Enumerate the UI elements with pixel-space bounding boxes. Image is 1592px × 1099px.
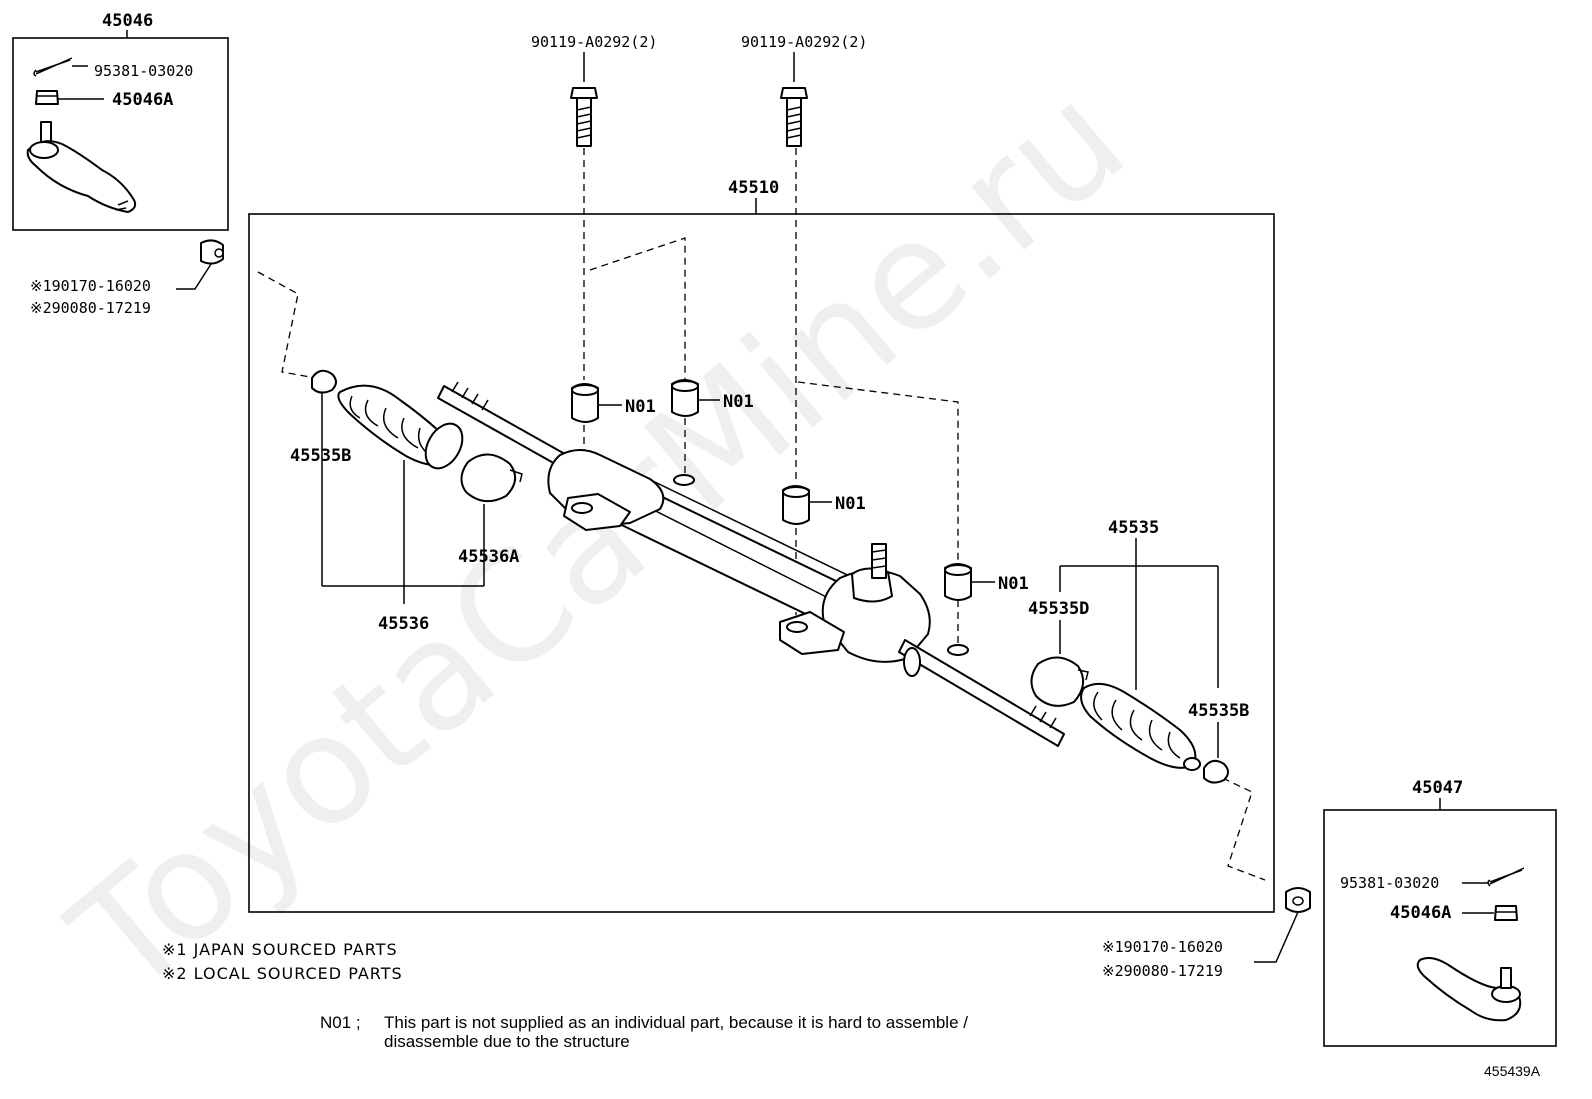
label-bolt-right[interactable]: 90119-A0292(2) — [741, 33, 867, 51]
label-45536[interactable]: 45536 — [378, 614, 429, 634]
legend-line-2: ※2 LOCAL SOURCED PARTS — [162, 964, 403, 983]
label-45510[interactable]: 45510 — [728, 178, 779, 198]
band-icon — [460, 453, 517, 503]
label-45535b-rh[interactable]: 45535B — [1188, 701, 1249, 721]
label-45535b-lh[interactable]: 45535B — [290, 446, 351, 466]
label-ref-2-rh[interactable]: ※290080-17219 — [1102, 962, 1223, 980]
note-label: N01 ; — [320, 1013, 361, 1032]
label-45535d[interactable]: 45535D — [1028, 599, 1089, 619]
gear-assy-frame — [248, 213, 1275, 913]
bushing-1: N01 — [571, 383, 656, 423]
label-45046a-a[interactable]: 45046A — [112, 90, 173, 110]
tie-rod-end-icon — [26, 121, 137, 213]
nut-icon — [1494, 905, 1518, 921]
note-line-1: This part is not supplied as an individu… — [384, 1013, 968, 1032]
bolt-icon — [780, 87, 808, 99]
band-icon — [1030, 656, 1085, 707]
legend-line-1: ※1 JAPAN SOURCED PARTS — [162, 940, 398, 959]
label-45046a-b[interactable]: 45046A — [1390, 903, 1451, 923]
inset-45046: 45046 95381-03020 45046A — [12, 11, 229, 231]
label-45536a[interactable]: 45536A — [458, 547, 519, 567]
nut-icon — [200, 239, 224, 265]
cotter-pin-icon — [1487, 867, 1525, 887]
label-n01-2[interactable]: N01 — [723, 392, 754, 412]
inset-45047: 45047 95381-03020 45046A — [1323, 778, 1557, 1047]
boot-set-lh: 45535B 45536A 45536 — [290, 369, 523, 634]
nut-icon — [35, 90, 59, 105]
bolt-icon — [570, 87, 598, 99]
label-n01-1[interactable]: N01 — [625, 397, 656, 417]
boot-icon — [1080, 682, 1197, 769]
label-ref-1-lh[interactable]: ※190170-16020 — [30, 277, 151, 295]
cotter-pin-icon — [33, 57, 73, 77]
label-n01-3[interactable]: N01 — [835, 494, 866, 514]
nut-icon — [1285, 887, 1311, 913]
label-95381-03020-a[interactable]: 95381-03020 — [94, 62, 193, 80]
label-ref-1-rh[interactable]: ※190170-16020 — [1102, 938, 1223, 956]
bushing-4: N01 — [944, 563, 1029, 601]
boot-set-rh: 45535 45535D 45535B — [1028, 518, 1249, 784]
watermark: ToyotaCarMine.ru — [41, 52, 1157, 1028]
tie-rod-end-icon — [1416, 957, 1522, 1022]
label-95381-03020-b[interactable]: 95381-03020 — [1340, 874, 1439, 892]
label-45046[interactable]: 45046 — [102, 11, 153, 31]
steering-rack-icon — [437, 381, 1065, 747]
label-45047[interactable]: 45047 — [1412, 778, 1463, 798]
bushing-3: N01 — [782, 485, 866, 525]
label-ref-2-lh[interactable]: ※290080-17219 — [30, 299, 151, 317]
bolt-right: 90119-A0292(2) — [741, 33, 867, 480]
note-line-2: disassemble due to the structure — [384, 1032, 630, 1051]
nut-ref-lh: ※190170-16020 ※290080-17219 — [30, 239, 224, 317]
label-bolt-left[interactable]: 90119-A0292(2) — [531, 33, 657, 51]
bolt-left: 90119-A0292(2) — [531, 33, 657, 380]
bushing-2: N01 — [671, 379, 754, 417]
diagram-code: 455439A — [1484, 1063, 1541, 1079]
label-45535[interactable]: 45535 — [1108, 518, 1159, 538]
label-n01-4[interactable]: N01 — [998, 574, 1029, 594]
clamp-icon — [1203, 759, 1229, 784]
clamp-icon — [311, 369, 337, 394]
nut-ref-rh: ※190170-16020 ※290080-17219 — [1102, 887, 1311, 980]
